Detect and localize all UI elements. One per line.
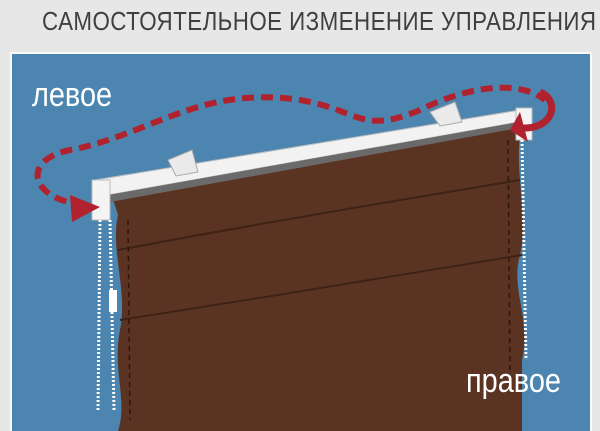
mount-bracket bbox=[429, 101, 463, 127]
chain-weight bbox=[109, 290, 117, 312]
dashed-arrow-path bbox=[34, 84, 547, 208]
arrow-head-right-tip bbox=[510, 112, 528, 142]
bead-chain bbox=[108, 219, 116, 411]
blind-stitch bbox=[507, 139, 511, 381]
arrow-head-left bbox=[70, 195, 100, 222]
bead-chain bbox=[96, 219, 102, 411]
arrow-head-right bbox=[519, 88, 556, 132]
mount-bracket bbox=[167, 149, 199, 177]
blind-stitch bbox=[127, 219, 131, 421]
blind-fold-line bbox=[117, 179, 521, 251]
blind-fold-line bbox=[119, 254, 523, 321]
rail-end-cap-left bbox=[91, 179, 111, 221]
blind-fabric bbox=[112, 124, 525, 431]
page-title: САМОСТОЯТЕЛЬНОЕ ИЗМЕНЕНИЕ УПРАВЛЕНИЯ bbox=[42, 6, 597, 36]
right-label: правое bbox=[466, 362, 561, 400]
bead-chain bbox=[520, 139, 528, 361]
left-label: левое bbox=[32, 76, 113, 114]
